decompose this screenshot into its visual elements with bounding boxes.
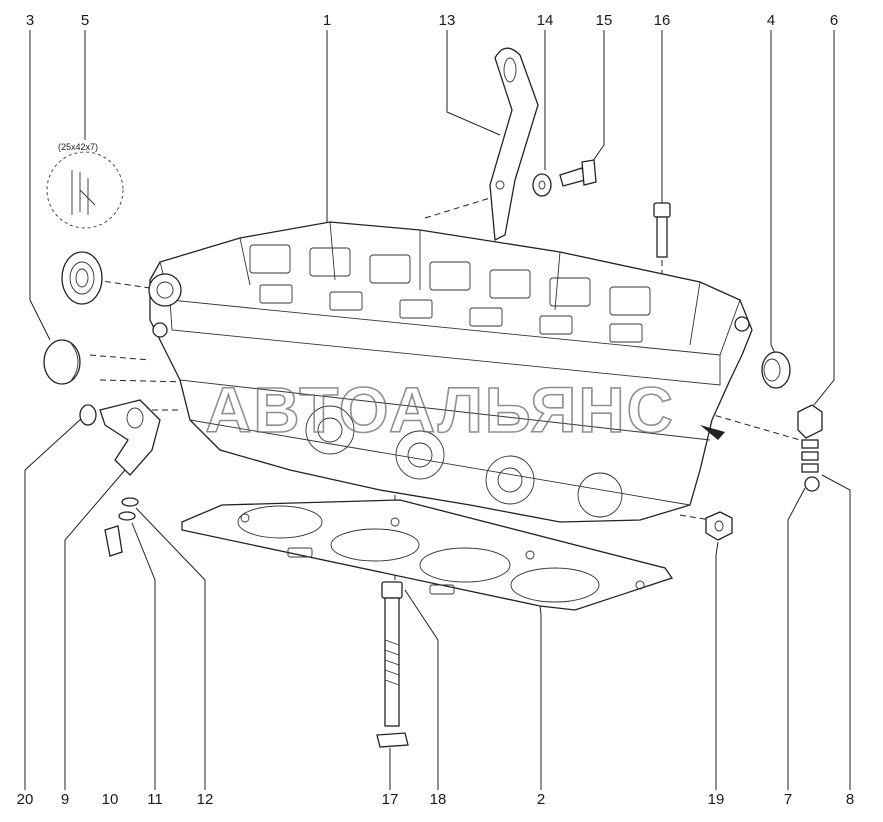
o-ring <box>79 404 97 426</box>
callout-15: 15 <box>596 12 613 29</box>
lifting-eye <box>489 47 539 242</box>
callout-11: 11 <box>147 791 163 808</box>
bolt-16 <box>653 202 671 258</box>
callout-17: 17 <box>382 791 399 808</box>
callout-14: 14 <box>537 12 554 29</box>
washer-11 <box>118 511 136 521</box>
callout-numbers: 1 2 3 4 5 6 7 8 9 10 11 12 13 14 15 16 1… <box>17 12 855 808</box>
washer-14 <box>532 173 552 197</box>
cam-bearing-caps <box>249 244 651 343</box>
callout-13: 13 <box>439 12 456 29</box>
callout-16: 16 <box>654 12 671 29</box>
plug-right <box>761 351 791 389</box>
callout-9: 9 <box>61 791 69 808</box>
washer-12 <box>121 497 139 507</box>
seal-size-label: (25x42x7) <box>58 142 98 152</box>
callout-1: 1 <box>323 12 331 29</box>
callout-7: 7 <box>784 791 792 808</box>
callout-18: 18 <box>430 791 447 808</box>
bolt-15 <box>559 159 597 187</box>
callout-19: 19 <box>708 791 725 808</box>
callout-12: 12 <box>197 791 214 808</box>
callout-20: 20 <box>17 791 34 808</box>
coolant-outlet <box>99 399 161 476</box>
seal-detail-inset: (25x42x7) <box>46 142 124 229</box>
valve-assembly <box>797 404 823 492</box>
callout-5: 5 <box>81 12 89 29</box>
nut-19 <box>705 511 733 541</box>
callout-4: 4 <box>767 12 775 29</box>
callout-3: 3 <box>26 12 34 29</box>
camshaft-oil-seal <box>61 251 103 305</box>
watermark-text: АВТОАЛЬЯНС <box>205 374 675 446</box>
arrow-icon <box>700 425 725 440</box>
head-gasket <box>181 499 674 611</box>
callout-2: 2 <box>537 791 545 808</box>
bolt-10 <box>104 525 123 557</box>
head-bolt-washer <box>376 732 409 748</box>
callout-10: 10 <box>102 791 119 808</box>
cylinder-head <box>148 221 753 523</box>
plug-left <box>43 339 81 385</box>
head-bolt <box>381 581 403 727</box>
callout-8: 8 <box>846 791 854 808</box>
callout-6: 6 <box>830 12 838 29</box>
